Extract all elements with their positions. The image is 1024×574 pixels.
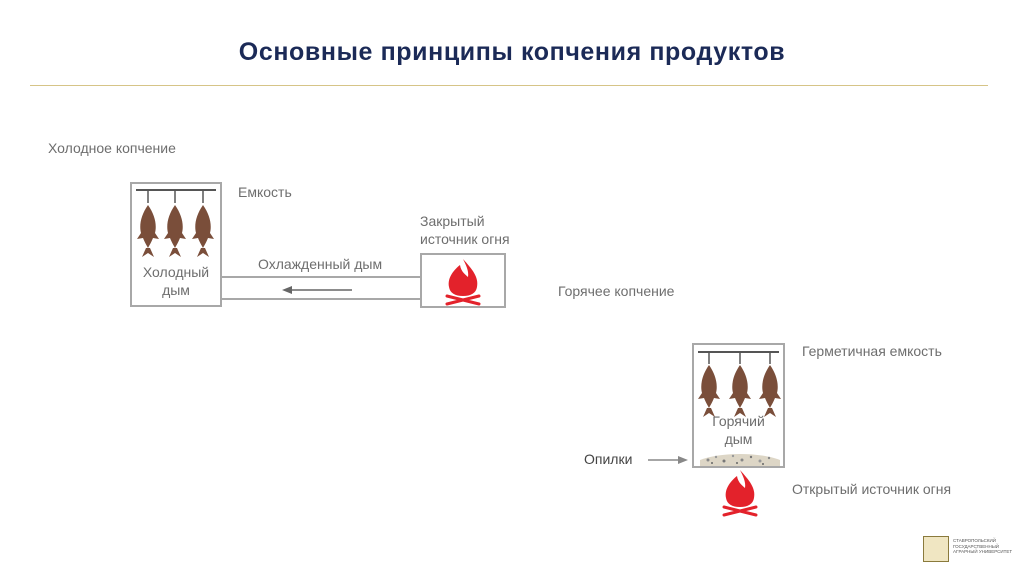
- closed-fire-label-line2: источник огня: [420, 231, 510, 247]
- fire-icon: [445, 257, 481, 306]
- cold-smoking-heading: Холодное копчение: [48, 140, 176, 156]
- cold-smoke-label-line1: Холодный: [142, 264, 210, 280]
- fish-icon: [759, 365, 781, 417]
- page-title: Основные принципы копчения продуктов: [238, 38, 786, 66]
- hot-container-label: Герметичная емкость: [802, 343, 942, 359]
- fire-icon: [722, 468, 758, 517]
- hot-smoking-heading: Горячее копчение: [558, 283, 675, 299]
- sawdust-label: Опилки: [584, 451, 633, 467]
- university-logo-text: Ставропольский государственный аграрный …: [953, 538, 1013, 554]
- university-logo-icon: [923, 536, 949, 562]
- cold-smoke-label-line2: дым: [162, 282, 190, 298]
- fish-icon: [729, 365, 751, 417]
- fish-icon: [698, 365, 720, 417]
- cooled-smoke-label: Охлажденный дым: [258, 256, 383, 272]
- fish-icon: [192, 205, 214, 257]
- cold-container-label: Емкость: [238, 184, 292, 200]
- fish-icon: [164, 205, 186, 257]
- hot-smoke-label-line2: дым: [724, 431, 753, 447]
- closed-fire-label-line1: Закрытый: [420, 213, 485, 229]
- open-fire-label: Открытый источник огня: [792, 481, 952, 497]
- fish-icon: [137, 205, 159, 257]
- title-divider: [30, 85, 988, 86]
- hot-smoke-label-line1: Горячий: [712, 413, 765, 429]
- sawdust-pile: [700, 454, 780, 466]
